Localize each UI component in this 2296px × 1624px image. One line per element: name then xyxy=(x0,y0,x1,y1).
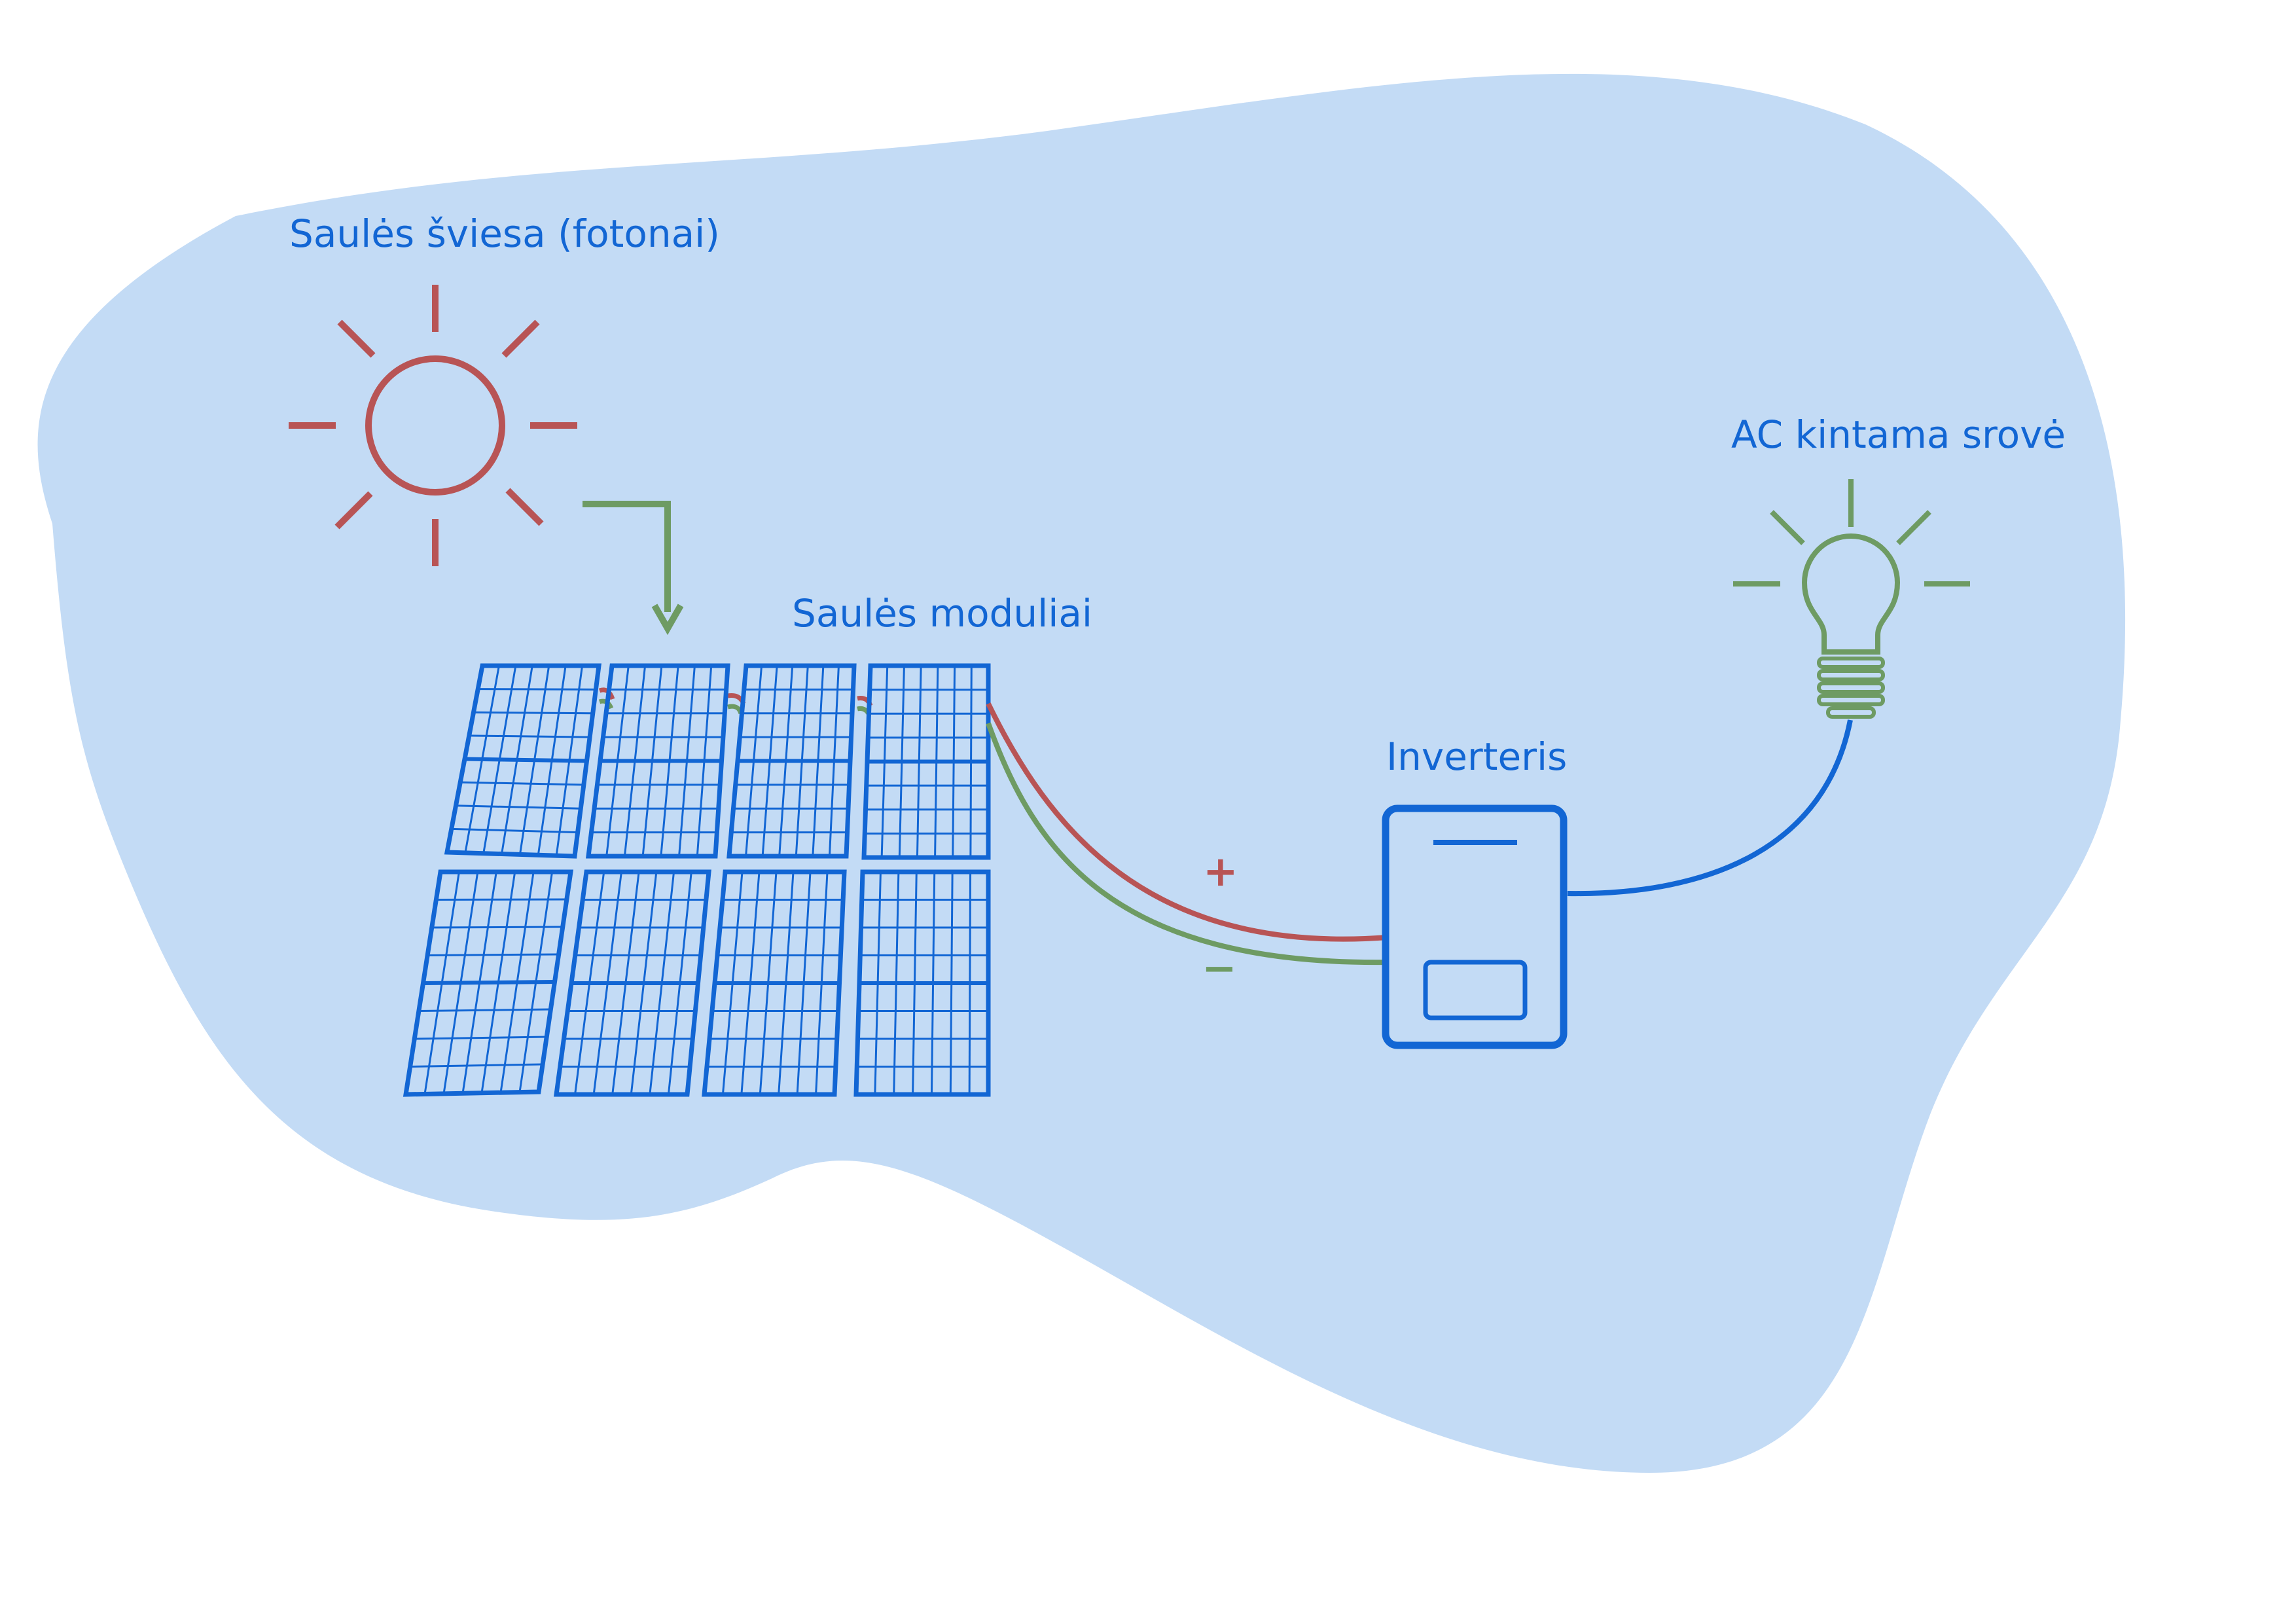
panel-grid-line xyxy=(414,1036,547,1040)
panel-grid-line xyxy=(451,827,578,834)
panel-grid-line xyxy=(469,734,590,738)
solar-panel-3 xyxy=(726,663,857,859)
plus-sign: + xyxy=(1203,848,1238,896)
solar-panel-4 xyxy=(861,663,991,860)
solar-panel-5 xyxy=(403,869,574,1097)
panel-grid-line xyxy=(423,980,555,985)
solar-panel-icon xyxy=(403,663,991,1097)
panel-grid-line xyxy=(431,926,563,929)
ac-wire xyxy=(1567,719,1853,897)
panel-grid-line xyxy=(427,953,559,956)
panel-grid-line xyxy=(436,898,567,901)
light-bulb-icon xyxy=(1733,479,1970,719)
panel-grid-line xyxy=(460,781,584,786)
panel-grid-line xyxy=(456,804,581,810)
solar-panel-2 xyxy=(586,663,730,859)
solar-panel-7 xyxy=(702,869,847,1097)
negative-dc-wire xyxy=(986,722,1388,965)
positive-dc-wire xyxy=(986,702,1388,942)
ac-current-label: AC kintama srovė xyxy=(1731,412,2066,457)
panel-grid-line xyxy=(473,711,593,715)
minus-sign: − xyxy=(1202,945,1237,993)
solar-panel-1 xyxy=(444,663,601,859)
inverter-label: Inverteris xyxy=(1386,734,1568,779)
sun-icon xyxy=(289,285,577,566)
panel-grid-line xyxy=(478,688,596,691)
panel-grid-line xyxy=(464,757,587,763)
solar-panel-8 xyxy=(853,869,991,1097)
panel-grid-line xyxy=(410,1063,543,1068)
background-blob xyxy=(37,73,2126,1473)
sunlight-label: Saulės šviesa (fotonai) xyxy=(289,211,720,256)
arrow-down-icon xyxy=(583,501,684,636)
panel-grid-line xyxy=(418,1008,551,1012)
inverter-icon xyxy=(1382,804,1568,1049)
solar-panel-6 xyxy=(553,869,711,1097)
solar-modules-label: Saulės moduliai xyxy=(792,591,1093,636)
